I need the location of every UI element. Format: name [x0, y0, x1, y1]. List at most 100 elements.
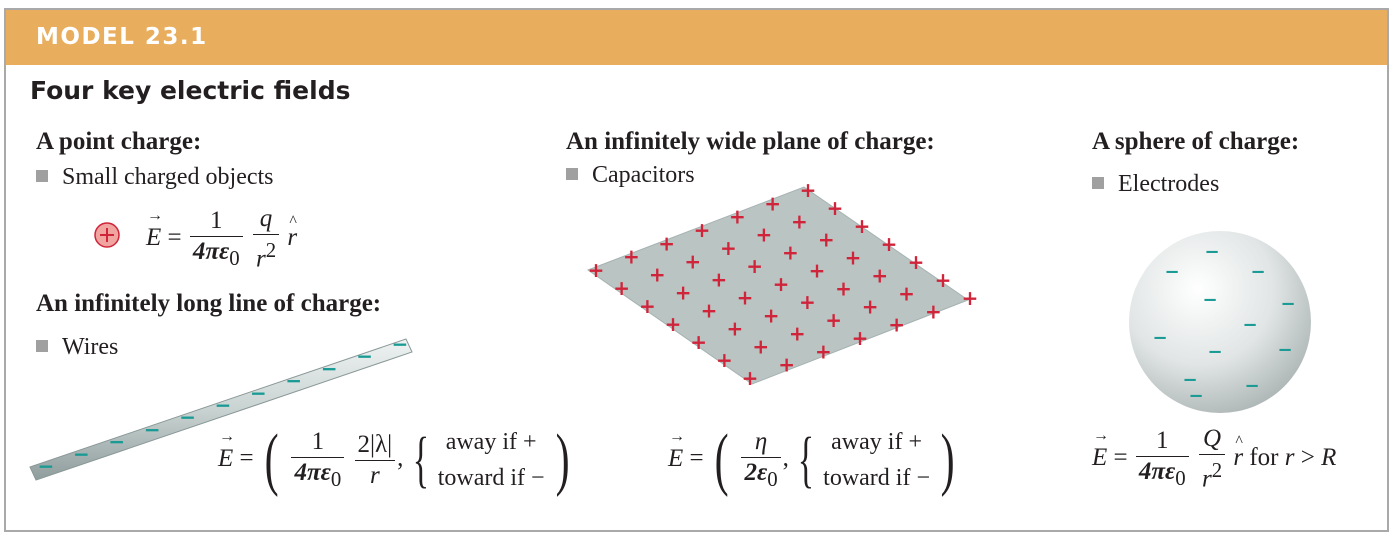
negative-charge: −: [179, 405, 196, 429]
condition-big-r: R: [1321, 443, 1337, 471]
wire-charges: −−−−−−−−−−−: [38, 332, 409, 478]
lambda-over-r-fraction: 2|λ|r: [354, 430, 396, 491]
four-pi-epsilon: 4πε: [294, 458, 331, 486]
two-epsilon: 2ε: [744, 458, 768, 486]
positive-charge: +: [871, 263, 888, 287]
left-brace: {: [412, 426, 429, 494]
point-charge-title: A point charge:: [36, 128, 202, 155]
positive-charge: +: [752, 335, 769, 359]
negative-charge: −: [38, 454, 55, 478]
bullet-square-icon: [36, 340, 48, 352]
subscript-zero: 0: [229, 245, 240, 270]
plane-body: [586, 186, 970, 385]
point-charge-bullet: Small charged objects: [36, 164, 274, 191]
negative-charge: −: [215, 393, 232, 417]
plane-charge-title: An infinitely wide plane of charge:: [566, 128, 935, 155]
r-hat-symbol: r: [287, 213, 297, 252]
positive-charge: +: [825, 308, 842, 332]
bullet-square-icon: [36, 170, 48, 182]
fraction-numerator: 1: [291, 427, 345, 458]
comma: ,: [782, 444, 789, 472]
positive-charge: +: [854, 214, 871, 238]
positive-charge: +: [675, 281, 692, 305]
positive-charge: +: [764, 191, 781, 215]
direction-cases: away if +toward if −: [823, 424, 930, 496]
negative-charge: −: [392, 332, 409, 356]
main-title: Four key electric fields: [30, 76, 351, 105]
condition-r: r: [1284, 443, 1295, 471]
positive-charge: +: [888, 313, 905, 337]
positive-charge: +: [852, 326, 869, 350]
sphere-charge-bullet: Electrodes: [1092, 171, 1219, 198]
fraction-denominator: r2: [253, 235, 279, 274]
negative-charge: −: [285, 369, 302, 393]
subscript-zero: 0: [1175, 465, 1186, 490]
subscript-zero: 0: [767, 466, 778, 491]
r-symbol: r: [1201, 465, 1212, 493]
negative-charge: −: [321, 356, 338, 380]
condition-for: for: [1249, 443, 1279, 471]
positive-charge: +: [649, 263, 666, 287]
negative-charge: −: [1250, 262, 1265, 283]
bullet-square-icon: [566, 168, 578, 180]
positive-charge: +: [727, 317, 744, 341]
fraction-denominator: 4πε0: [291, 458, 344, 494]
plane-charges: ++++++++++++++++++++++++++++++++++++++++…: [588, 178, 979, 390]
negative-charge: −: [1244, 376, 1259, 397]
negative-charge: −: [1188, 386, 1203, 407]
right-paren: ): [555, 421, 570, 498]
negative-charge: −: [1152, 328, 1167, 349]
e-field-symbol: E: [1092, 427, 1109, 472]
positive-charge: +: [665, 312, 682, 336]
equals-sign: =: [689, 444, 704, 472]
point-charge-bullet-text: Small charged objects: [62, 164, 274, 190]
comma: ,: [397, 444, 404, 472]
left-brace: {: [797, 426, 815, 494]
plane-charge-bullet-text: Capacitors: [592, 162, 695, 188]
left-paren: (: [714, 421, 729, 498]
equals-sign: =: [167, 223, 182, 251]
positive-charge: +: [720, 236, 737, 260]
positive-charge: +: [935, 268, 952, 292]
sphere-charge-title: A sphere of charge:: [1092, 128, 1300, 155]
negative-charge: −: [250, 381, 267, 405]
positive-charge: +: [588, 258, 605, 282]
positive-charge: +: [742, 366, 759, 390]
positive-charge: +: [623, 245, 640, 269]
positive-charge: +: [789, 321, 806, 345]
positive-charge: +: [684, 249, 701, 273]
positive-charge: +: [962, 286, 979, 310]
positive-charge: +: [800, 178, 817, 202]
negative-charge: −: [1280, 294, 1295, 315]
sphere-charges: −−−−−−−−−−−−: [1152, 242, 1295, 407]
positive-charge: +: [716, 348, 733, 372]
positive-charge: +: [690, 330, 707, 354]
positive-charge: +: [809, 259, 826, 283]
direction-cases: away if +toward if −: [438, 424, 545, 496]
fraction-numerator: η: [741, 427, 781, 458]
right-paren: ): [940, 421, 955, 498]
wire-body: [29, 338, 413, 481]
fraction-denominator: r: [369, 461, 380, 489]
fraction-numerator: 1: [189, 206, 243, 237]
e-field-symbol: E: [146, 207, 163, 252]
positive-charge: +: [881, 232, 898, 256]
negative-charge: −: [1277, 340, 1292, 361]
r-hat-symbol: r: [1233, 433, 1243, 472]
fraction-denominator: 4πε0: [1136, 457, 1189, 493]
superscript-two: 2: [265, 238, 277, 262]
negative-charge: −: [144, 417, 161, 441]
positive-charge: +: [835, 277, 852, 301]
positive-charge: +: [791, 209, 808, 233]
sphere-charge-bullet-text: Electrodes: [1118, 171, 1220, 197]
left-paren: (: [264, 421, 279, 498]
fraction-numerator: Q: [1198, 424, 1226, 455]
